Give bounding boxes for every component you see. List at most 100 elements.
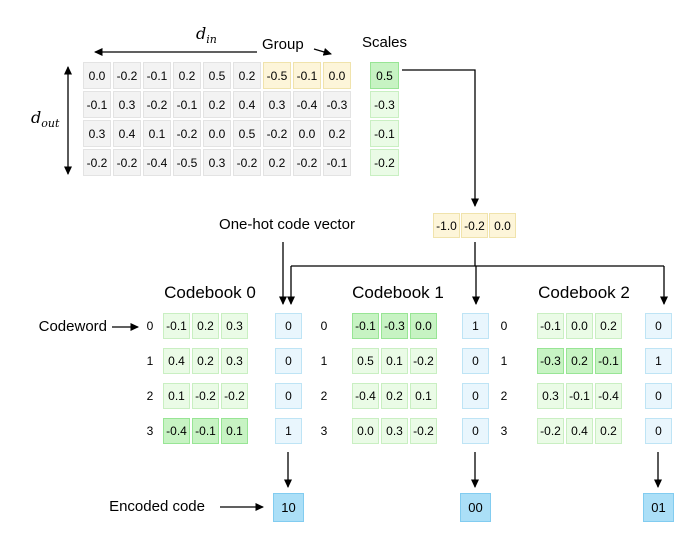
codeword-cell: 0.2 [381,383,408,409]
codeword-cell: -0.2 [537,418,564,444]
scale-to-group-connector [402,69,479,207]
weight-cell: 0.1 [143,120,171,147]
codebook-1-title: Codebook 1 [352,283,444,302]
weight-cell: 0.3 [83,120,111,147]
encoded-code-2: 01 [643,493,674,522]
weight-cell-grouped: -0.1 [293,62,321,89]
weight-cell: -0.1 [83,91,111,118]
weight-cell: -0.2 [173,120,201,147]
codeword-index: 0 [146,319,154,333]
scale-cell: 0.5 [370,62,399,89]
weight-cell: -0.4 [143,149,171,176]
scale-cell: -0.2 [370,149,399,176]
weight-cell: 0.2 [263,149,291,176]
codeword-index: 2 [500,389,508,403]
codeword-cell: 0.3 [221,313,248,339]
one-hot-column-2: 0 1 0 0 [645,313,672,444]
codeword-cell: 0.2 [192,313,219,339]
codeword-cell: 0.1 [381,348,408,374]
codeword-index: 0 [500,319,508,333]
weight-cell: -0.2 [113,62,141,89]
one-hot-cell: 0 [275,348,302,374]
codeword-cell: 0.5 [352,348,379,374]
normalized-value-cell: 0.0 [489,213,516,238]
codeword-index: 3 [146,424,154,438]
one-hot-cell: 0 [645,383,672,409]
codeword-cell: 0.2 [595,418,622,444]
weight-cell: -0.4 [293,91,321,118]
codeword-cell: -0.4 [352,383,379,409]
scales-label: Scales [362,34,408,51]
one-hot-cell: 1 [275,418,302,444]
normalized-value-cell: -1.0 [433,213,460,238]
one-hot-cell: 0 [275,313,302,339]
weight-cell: -0.2 [293,149,321,176]
codeword-index: 1 [146,354,154,368]
codeword-cell: 0.2 [192,348,219,374]
codeword-values: 0.3-0.1-0.4 [537,383,622,409]
codeword-index: 2 [320,389,328,403]
weight-cell: 0.3 [113,91,141,118]
weight-cell: 0.0 [293,120,321,147]
weight-cell: 0.0 [203,120,231,147]
one-hot-cell: 0 [462,418,489,444]
scale-cell: -0.1 [370,120,399,147]
weight-cell: -0.1 [143,62,171,89]
scale-cell: -0.3 [370,91,399,118]
codeword-row: 2 0.3-0.1-0.4 [496,383,622,409]
d-out-label: dout [31,108,60,131]
codeword-cell: -0.2 [221,383,248,409]
weight-cell: -0.1 [173,91,201,118]
codeword-index: 1 [320,354,328,368]
codeword-index: 3 [320,424,328,438]
weight-cell-grouped: -0.5 [263,62,291,89]
codeword-cell: 0.4 [566,418,593,444]
one-hot-cell: 0 [275,383,302,409]
codeword-index: 0 [320,319,328,333]
weight-cell: 0.0 [83,62,111,89]
codeword-values: 0.1-0.2-0.2 [163,383,248,409]
codeword-cell: 0.0 [352,418,379,444]
codeword-cell: -0.2 [410,348,437,374]
codeword-cell: 0.0 [566,313,593,339]
one-hot-cell: 0 [645,418,672,444]
codeword-cell-selected: 0.0 [410,313,437,339]
normalized-value-cell: -0.2 [461,213,488,238]
codeword-cell: -0.2 [410,418,437,444]
encoded-code-0: 10 [273,493,304,522]
weight-cell: 0.2 [203,91,231,118]
codeword-cell-selected: -0.3 [537,348,564,374]
weight-cell: -0.3 [323,91,351,118]
weight-cell: -0.2 [83,149,111,176]
codeword-index: 3 [500,424,508,438]
one-hot-cell: 0 [462,348,489,374]
weight-cell: -0.2 [143,91,171,118]
one-hot-cell: 0 [645,313,672,339]
weight-cell: 0.4 [233,91,261,118]
weight-cell: 0.3 [203,149,231,176]
codeword-cell: -0.2 [192,383,219,409]
codeword-cell-selected: 0.1 [221,418,248,444]
codeword-cell-selected: -0.1 [595,348,622,374]
encoded-code-label: Encoded code [109,498,205,515]
one-hot-cell: 1 [645,348,672,374]
codeword-cell-selected: 0.2 [566,348,593,374]
weight-cell: 0.4 [113,120,141,147]
